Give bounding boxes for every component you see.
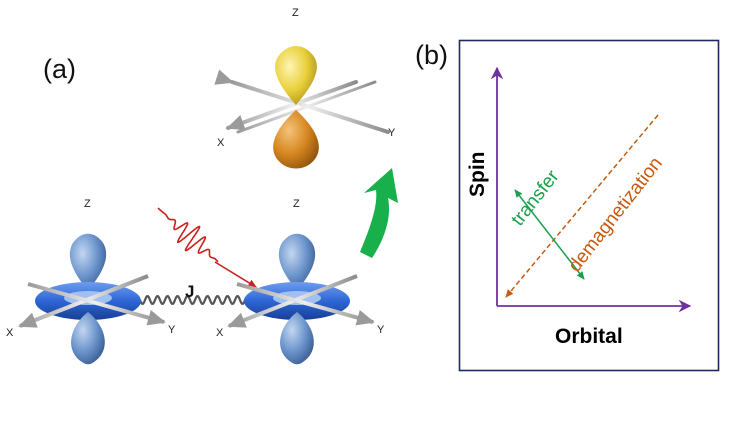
top-orbital-excited: Z X Y xyxy=(214,7,396,188)
right-lower-lobe xyxy=(280,312,314,365)
right-atom: Z X Y xyxy=(216,198,385,395)
left-upper-lobe xyxy=(69,233,107,290)
left-y-label: Y xyxy=(168,324,176,336)
panel-b-label: (b) xyxy=(415,40,448,70)
left-lower-lobe xyxy=(71,312,105,365)
right-y-label: Y xyxy=(377,324,385,336)
right-upper-lobe xyxy=(278,233,316,290)
orbital-axis-title: Orbital xyxy=(555,325,623,348)
right-x-label: X xyxy=(216,327,224,339)
panel-b-frame xyxy=(458,39,720,372)
right-y-axis xyxy=(236,282,375,326)
exchange-coupling-wave xyxy=(138,295,248,305)
orange-lobe-lower xyxy=(273,110,319,169)
yellow-lobe-upper xyxy=(275,46,317,105)
right-z-label: Z xyxy=(293,198,300,210)
top-diagonal-axis xyxy=(226,80,358,131)
top-back-axis xyxy=(236,80,377,134)
laser-wave xyxy=(157,207,219,263)
left-y-axis xyxy=(27,282,166,326)
top-z-label: Z xyxy=(292,7,299,19)
laser-arrow xyxy=(214,261,257,288)
laser-pulse xyxy=(157,207,257,288)
top-y-label: Y xyxy=(388,127,396,139)
coupling-label: J xyxy=(185,282,194,301)
top-x-label: X xyxy=(217,137,225,149)
spin-axis-title: Spin xyxy=(466,152,489,198)
transfer-arrow xyxy=(514,189,585,280)
panel-a-label: (a) xyxy=(43,54,76,84)
left-x-label: X xyxy=(6,327,14,339)
left-atom: Z X Y xyxy=(6,198,176,395)
excitation-arrow-icon xyxy=(360,168,398,258)
left-z-label: Z xyxy=(84,198,91,210)
